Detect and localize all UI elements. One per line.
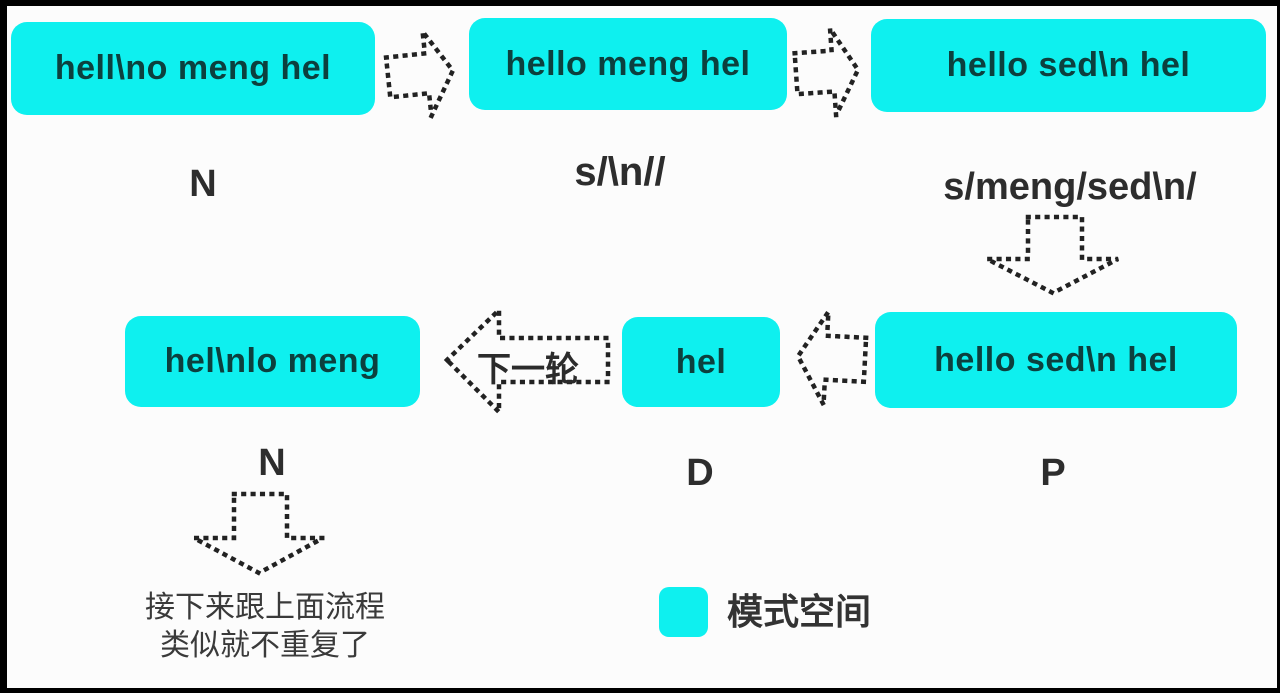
legend-label: 模式空间 xyxy=(727,591,872,632)
footer-note: 接下来跟上面流程 类似就不重复了 xyxy=(95,589,435,665)
command-label-N2: N xyxy=(258,442,286,484)
command-label-N: N xyxy=(189,163,217,205)
footer-note-line-1: 接下来跟上面流程 xyxy=(145,591,385,624)
footer-note-line-2: 类似就不重复了 xyxy=(160,629,370,662)
arrow-right-icon xyxy=(787,18,866,126)
next-round-label: 下一轮 xyxy=(477,351,579,389)
pattern-space-box-1: hell\no meng hel xyxy=(11,22,375,115)
command-label-substitute-newline: s/\n// xyxy=(574,150,666,194)
command-label-D: D xyxy=(686,452,714,494)
arrow-right-icon xyxy=(378,20,463,127)
pattern-space-box-3: hello sed\n hel xyxy=(871,19,1266,112)
pattern-space-box-6: hello sed\n hel xyxy=(875,312,1237,408)
pattern-space-box-4: hel\nlo meng xyxy=(125,316,420,407)
pattern-space-box-5: hel xyxy=(622,317,780,407)
arrow-left-icon xyxy=(789,300,873,416)
command-label-P: P xyxy=(1040,452,1066,494)
pattern-space-box-2: hello meng hel xyxy=(469,18,787,110)
legend-swatch xyxy=(659,587,708,637)
arrow-down-icon xyxy=(190,490,327,577)
arrow-down-icon xyxy=(983,213,1122,297)
command-label-substitute-meng: s/meng/sed\n/ xyxy=(943,166,1197,208)
next-round-arrow-left-icon xyxy=(443,302,613,422)
